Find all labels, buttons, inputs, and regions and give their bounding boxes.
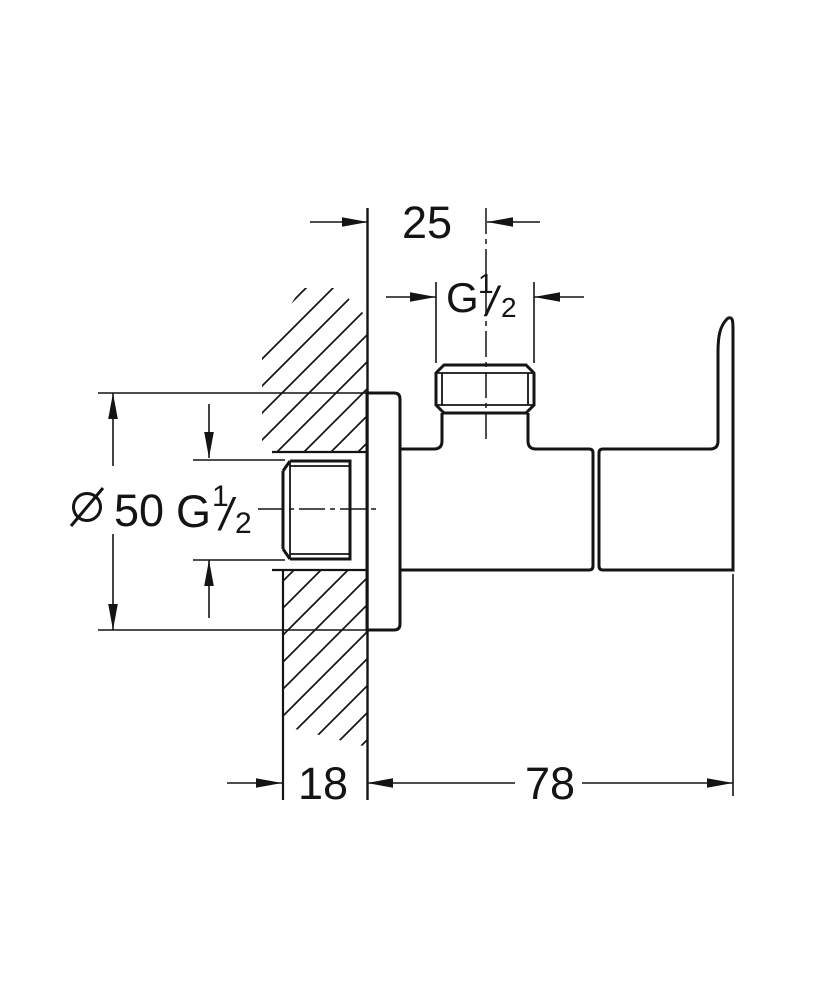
- top-thread-nipple: [434, 363, 536, 415]
- svg-text:G: G: [446, 274, 479, 321]
- wall-opening-edges: [272, 450, 367, 572]
- dim-top-thread-label: G 1 / 2: [446, 268, 517, 325]
- svg-text:1: 1: [478, 268, 494, 299]
- dim-inlet-thread-label: G 1 / 2: [176, 480, 252, 540]
- svg-text:1: 1: [212, 480, 229, 513]
- svg-text:2: 2: [235, 507, 252, 540]
- valve-body-outline: [398, 413, 595, 572]
- dim-25-label: 25: [402, 197, 452, 248]
- dimension-labels: 25 G 1 / 2 50 G 1 / 2 18 78: [69, 197, 575, 809]
- wall-hatch-lower: [283, 570, 367, 747]
- escutcheon-outline: [365, 391, 402, 632]
- dim-78-label: 78: [525, 758, 575, 809]
- dim-18-label: 18: [298, 758, 348, 809]
- diameter-symbol: [69, 487, 105, 527]
- svg-text:2: 2: [501, 292, 517, 323]
- svg-text:/: /: [483, 278, 502, 325]
- centerlines: [258, 208, 487, 510]
- svg-text:/: /: [217, 489, 237, 540]
- dim-diameter-label: 50: [69, 485, 164, 536]
- dimension-arrows: [108, 217, 733, 788]
- handle-outline: [597, 316, 735, 572]
- svg-text:G: G: [176, 486, 211, 537]
- svg-text:50: 50: [114, 485, 164, 536]
- inlet-thread: [281, 459, 352, 561]
